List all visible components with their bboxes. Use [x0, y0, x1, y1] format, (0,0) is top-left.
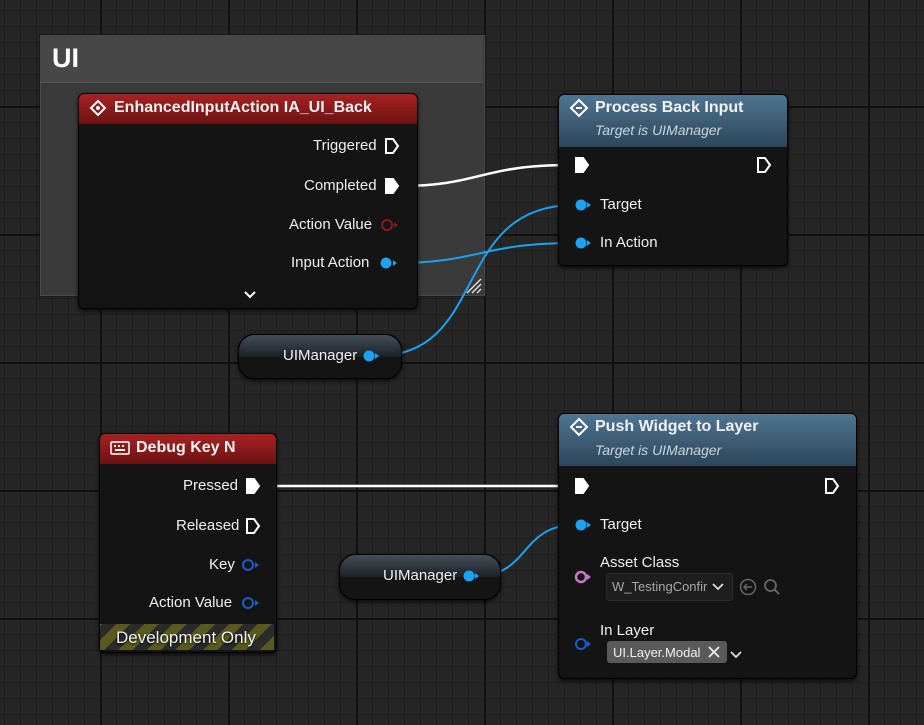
struct-pin-in-layer[interactable] [574, 637, 592, 651]
function-icon [569, 417, 589, 437]
pin-label-pressed: Pressed [183, 477, 239, 494]
process-back-node-title: Process Back Input [595, 99, 744, 116]
data-wire-input-action [394, 242, 576, 264]
comment-header[interactable] [40, 35, 483, 83]
pin-label-triggered: Triggered [313, 137, 377, 154]
uimanager-getter-1-label: UIManager [283, 347, 358, 364]
push-widget-node-title: Push Widget to Layer [595, 418, 759, 435]
uimanager-getter-2-label: UIManager [383, 567, 458, 584]
pin-label-key: Key [209, 556, 235, 573]
diamond-event-icon [89, 99, 107, 117]
data-wire-uimanager-1 [375, 204, 576, 357]
data-pin-uimanager-1[interactable] [362, 349, 380, 363]
pin-label-input-action: Input Action [291, 254, 370, 271]
browse-search-icon[interactable] [763, 578, 781, 596]
exec-pin-push-in[interactable] [574, 477, 590, 495]
asset-class-value: W_TestingConfir [612, 579, 708, 594]
pin-label-target: Target [600, 196, 642, 213]
pin-label-action-value: Action Value [289, 216, 373, 233]
data-pin-target[interactable] [574, 198, 592, 212]
class-pin-asset-class[interactable] [574, 570, 592, 584]
development-only-strip [100, 624, 274, 650]
chevron-down-icon[interactable] [243, 290, 257, 300]
use-selected-icon[interactable] [739, 578, 757, 596]
exec-pin-completed[interactable] [384, 177, 400, 195]
pin-label-released: Released [176, 517, 240, 534]
exec-pin-pressed[interactable] [245, 477, 261, 495]
data-pin-debug-action-value[interactable] [242, 596, 260, 610]
pin-label-completed: Completed [304, 177, 377, 194]
input-action-node-header [79, 94, 417, 124]
debug-key-node-title: Debug Key N [136, 439, 236, 456]
process-back-node[interactable] [558, 94, 788, 266]
debug-key-node[interactable] [99, 433, 277, 653]
data-pin-action-value[interactable] [381, 218, 399, 232]
function-icon [569, 98, 589, 118]
exec-pin-in[interactable] [574, 156, 590, 174]
pin-label-in-layer: In Layer [600, 622, 655, 639]
data-pin-uimanager-2[interactable] [462, 569, 480, 583]
input-action-node-title: EnhancedInputAction IA_UI_Back [114, 99, 372, 116]
exec-wire-completed [399, 163, 571, 188]
development-only-label: Development Only [116, 628, 256, 647]
in-layer-value: UI.Layer.Modal [613, 645, 701, 660]
exec-pin-push-out[interactable] [824, 477, 840, 495]
resize-grip-icon[interactable] [463, 275, 483, 295]
pin-label-push-target: Target [600, 516, 642, 533]
comment-title: UI [52, 43, 79, 73]
chevron-down-icon[interactable] [730, 651, 742, 659]
process-back-node-subtitle: Target is UIManager [595, 122, 722, 138]
data-pin-key[interactable] [242, 558, 260, 572]
close-icon[interactable] [708, 646, 720, 658]
keyboard-icon [110, 441, 130, 455]
asset-class-dropdown[interactable]: W_TestingConfir [606, 573, 733, 601]
input-action-node[interactable] [78, 93, 418, 309]
exec-pin-out[interactable] [756, 156, 772, 174]
exec-pin-triggered[interactable] [384, 137, 400, 155]
data-pin-push-target[interactable] [574, 518, 592, 532]
push-widget-node-header [559, 414, 856, 466]
pin-label-debug-action-value: Action Value [149, 594, 233, 611]
push-widget-node[interactable] [558, 413, 857, 679]
in-layer-tag[interactable]: UI.Layer.Modal [607, 641, 727, 663]
push-widget-node-subtitle: Target is UIManager [595, 442, 722, 458]
process-back-node-header [559, 95, 787, 147]
exec-pin-released[interactable] [245, 517, 261, 535]
chevron-down-icon[interactable] [712, 583, 724, 591]
uimanager-getter-1[interactable] [238, 334, 402, 379]
pin-label-asset-class: Asset Class [600, 554, 680, 571]
data-pin-input-action[interactable] [380, 256, 398, 270]
data-pin-in-action[interactable] [574, 236, 592, 250]
pin-label-in-action: In Action [600, 234, 658, 251]
